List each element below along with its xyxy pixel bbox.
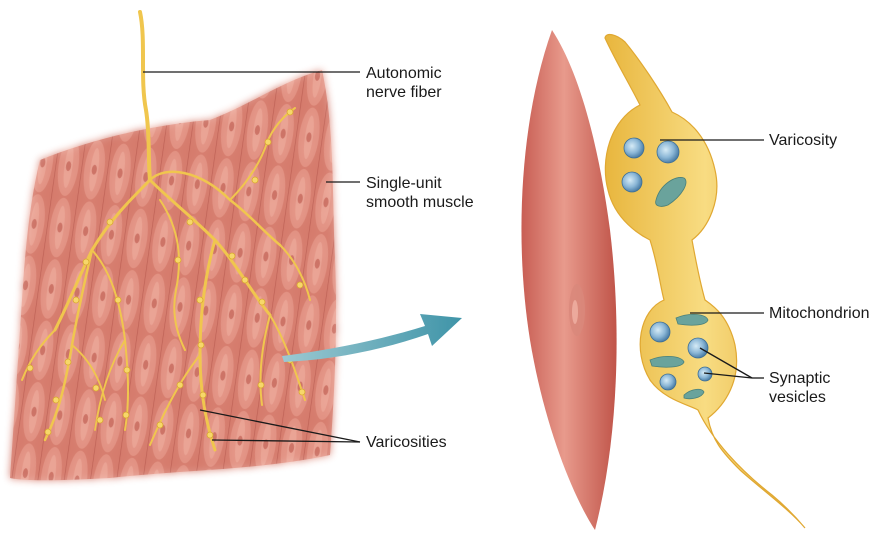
label-autonomic-line2: nerve fiber <box>366 83 442 102</box>
muscle-sheet <box>10 70 336 480</box>
label-synaptic-line1: Synaptic <box>769 369 830 388</box>
label-mitochondrion: Mitochondrion <box>769 304 870 323</box>
label-single-unit-line2: smooth muscle <box>366 193 474 212</box>
label-autonomic-nerve-fiber: Autonomic nerve fiber <box>366 64 442 102</box>
smooth-muscle-cell <box>521 30 616 530</box>
label-single-unit-smooth-muscle: Single-unit smooth muscle <box>366 174 474 212</box>
label-autonomic-line1: Autonomic <box>366 64 442 83</box>
label-synaptic-line2: vesicles <box>769 388 830 407</box>
label-single-unit-line1: Single-unit <box>366 174 474 193</box>
label-synaptic-vesicles: Synaptic vesicles <box>769 369 830 407</box>
label-varicosity: Varicosity <box>769 131 837 150</box>
label-varicosities: Varicosities <box>366 433 447 452</box>
axon-varicosities <box>605 35 805 528</box>
